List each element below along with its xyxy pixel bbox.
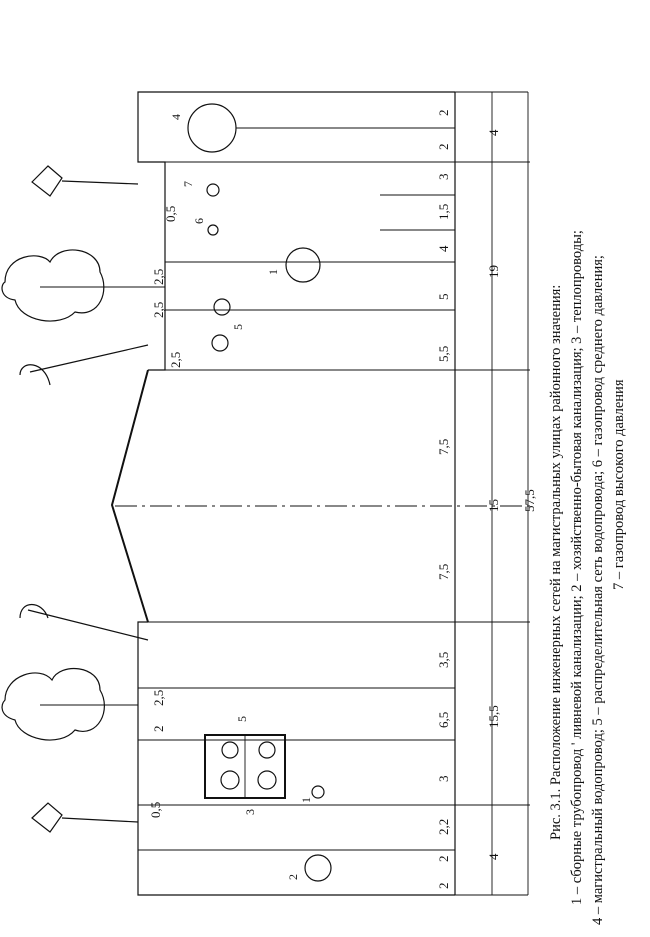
caption: Рис. 3.1. Расположение инженерных сетей …: [548, 230, 627, 925]
dim-ri-1: 0,5: [163, 206, 178, 222]
pipe-2-sewer: [304, 854, 332, 882]
dim-l-1: 3,5: [436, 652, 451, 668]
pipe-5-distribution-b: [211, 334, 229, 352]
caption-line-1: 1 – сборные трубопровод ' ливневой канал…: [569, 230, 585, 905]
caption-line-2: 4 – магистральный водопровод; 5 – распре…: [590, 255, 606, 925]
dim-r-6: 5: [436, 294, 451, 301]
pipes-right: [187, 103, 455, 352]
label-7: 7: [181, 181, 195, 187]
label-2: 2: [286, 874, 300, 880]
dimension-texts: 2 2 3 1,5 4 5 5,5 7,5 7,5 3,5 6,5 3 2,2 …: [148, 110, 537, 890]
dim-r-3: 3: [436, 174, 451, 181]
pipe-3-heat-a: [220, 770, 240, 790]
right-sidewalk-outline: [137, 91, 455, 371]
label-5-right: 5: [231, 324, 245, 330]
label-4: 4: [169, 114, 183, 120]
separators: [138, 161, 530, 851]
street-furniture: [1, 165, 165, 833]
curb-post-left-icon: [19, 603, 149, 641]
dim-r-1: 2: [436, 110, 451, 117]
tree-right-icon: [1, 249, 105, 322]
dim-total-left-4: 4: [486, 853, 501, 860]
dim-l-3: 3: [436, 776, 451, 783]
curb-post-right-icon: [19, 344, 149, 386]
dim-total-roadway: 15: [486, 499, 501, 512]
left-sidewalk-outline: [137, 621, 455, 896]
pipe-1-storm: [285, 247, 321, 283]
pipe-1-left: [311, 785, 325, 799]
dim-total-right-19: 19: [486, 265, 501, 278]
dim-l-4: 2,2: [436, 819, 451, 835]
lamp-left-icon: [31, 802, 139, 833]
caption-line-3: 7 – газопровод высокого давления: [611, 379, 627, 590]
dim-l-6: 2: [436, 883, 451, 890]
tree-left-icon: [1, 667, 105, 741]
label-1-right: 1: [266, 269, 280, 275]
roadway-surface: [110, 369, 149, 623]
dim-ri-2: 2,5: [151, 269, 166, 285]
dim-r-5: 4: [436, 245, 451, 252]
pipe-5-left-b: [258, 741, 276, 759]
label-6: 6: [192, 218, 206, 224]
dim-ri-4: 2,5: [168, 352, 183, 368]
pipes-left: [204, 734, 332, 882]
dim-road-1: 7,5: [436, 439, 451, 455]
dim-total-left-15-5: 15,5: [486, 705, 501, 728]
dim-li-3: 0,5: [148, 802, 163, 818]
dim-total-right-4: 4: [486, 129, 501, 136]
label-3-left: 3: [243, 809, 257, 815]
label-1-left: 1: [299, 797, 313, 803]
dim-r-2: 2: [436, 144, 451, 151]
pipe-7-gas-high: [206, 183, 220, 197]
item-labels: 4 7 6 1 5 5 3 1 2: [169, 114, 313, 880]
pipe-3-heat-b: [257, 770, 277, 790]
dim-l-5: 2: [436, 856, 451, 863]
label-5-left: 5: [235, 716, 249, 722]
pipe-5-distribution-a: [213, 298, 231, 316]
pipe-5-left-a: [221, 741, 239, 759]
lamp-right-icon: [31, 165, 139, 197]
dim-r-7: 5,5: [436, 346, 451, 362]
pipe-6-gas-medium: [207, 224, 219, 236]
dim-road-2: 7,5: [436, 564, 451, 580]
dim-ri-3: 2,5: [151, 302, 166, 318]
dim-total-overall: 57,5: [522, 489, 537, 512]
caption-title: Рис. 3.1. Расположение инженерных сетей …: [548, 285, 564, 840]
dim-l-2: 6,5: [436, 712, 451, 728]
dimension-lines: [455, 91, 529, 896]
dim-r-4: 1,5: [436, 204, 451, 220]
dim-li-2: 2: [151, 726, 166, 733]
pipe-4-water-main: [187, 103, 237, 153]
dim-li-1: 2,5: [151, 690, 166, 706]
